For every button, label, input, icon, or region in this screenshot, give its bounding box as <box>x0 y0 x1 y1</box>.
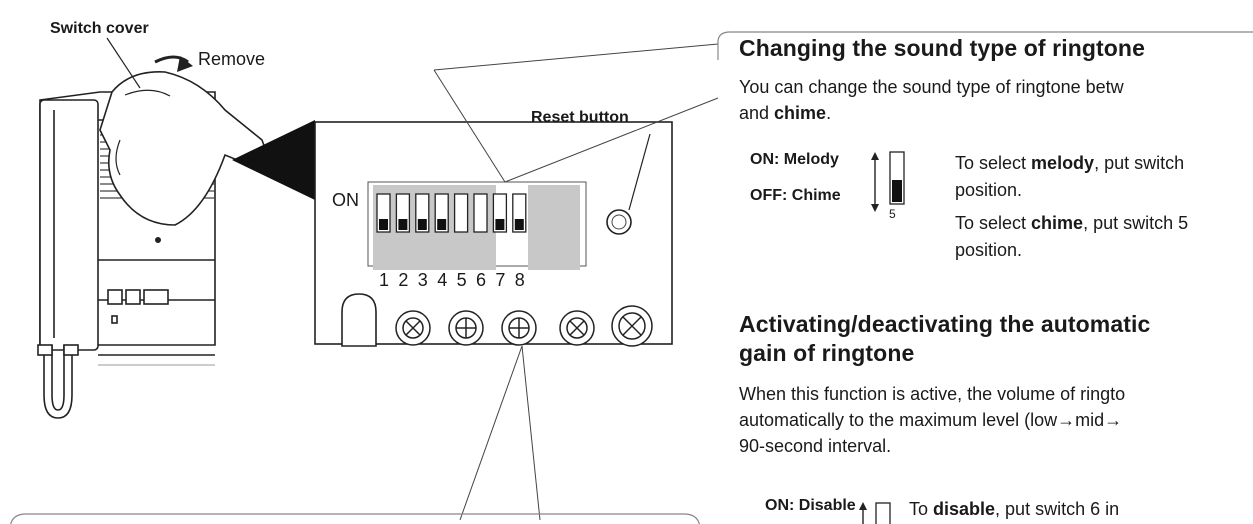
callout-bottom-left <box>459 345 523 521</box>
switch-6-diagram <box>859 502 891 524</box>
dip-knob-8 <box>514 219 524 230</box>
dip-group-7-8 <box>528 185 580 270</box>
dip-number-8: 8 <box>514 270 525 290</box>
intercom-illustration <box>9 37 719 524</box>
auto-gain-body-line3: 90-second interval. <box>739 436 892 456</box>
zoom-wedge <box>232 120 315 200</box>
switch-cover-label: Switch cover <box>50 20 149 37</box>
dip-knob-7 <box>495 219 505 230</box>
chime-instruction-line2: position. <box>955 240 1023 260</box>
connector-icon <box>341 293 377 347</box>
dip-on-label: ON <box>332 190 359 210</box>
heading-bracket <box>717 31 1253 60</box>
dip-number-7: 7 <box>495 270 506 290</box>
ringtone-type-heading: Changing the sound type of ringtone <box>739 35 1145 61</box>
melody-instruction-line1: To select melody, put switch <box>955 153 1185 173</box>
knob-x-2 <box>559 310 595 346</box>
callout-top-right <box>504 97 719 183</box>
switch-5-number: 5 <box>889 207 896 221</box>
ringtone-intro-line1: You can change the sound type of rington… <box>739 77 1124 97</box>
dip-number-4: 4 <box>437 270 448 290</box>
dip-number-1: 1 <box>379 270 390 290</box>
disable-on-label: ON: Disable <box>765 497 856 514</box>
hand-icon <box>99 71 267 226</box>
knob-x-large <box>611 305 653 347</box>
dip-knob-4 <box>437 219 447 230</box>
dip-number-5: 5 <box>456 270 467 290</box>
switch-cover-pointer <box>106 37 141 89</box>
disable-instruction: To disable, put switch 6 in <box>909 499 1120 519</box>
dip-number-3: 3 <box>417 270 428 290</box>
ringtone-intro-line2: and chime. <box>739 103 832 123</box>
remove-label: Remove <box>198 49 266 69</box>
switch-5-diagram <box>871 151 905 212</box>
dip-knob-3 <box>417 219 427 230</box>
dip-switch-6 <box>473 193 488 233</box>
auto-gain-heading-line2: gain of ringtone <box>739 340 915 366</box>
callout-top <box>433 43 719 71</box>
dip-switch-5 <box>453 193 469 233</box>
bottom-callout-box <box>9 513 700 524</box>
knob-plus-2 <box>501 310 537 346</box>
auto-gain-body-line2: automatically to the maximum level (low→… <box>739 410 1123 430</box>
dip-knob-2 <box>398 219 408 230</box>
melody-instruction-line2: position. <box>955 180 1023 200</box>
led-indicator <box>155 237 161 243</box>
auto-gain-heading-line1: Activating/deactivating the automatic <box>739 311 1151 337</box>
callout-bottom-right <box>521 345 541 521</box>
callout-top-left <box>433 69 506 183</box>
reset-button-label: Reset button <box>531 109 629 126</box>
chime-off-label: OFF: Chime <box>750 187 841 204</box>
reset-pointer <box>628 133 651 211</box>
dip-number-6: 6 <box>476 270 487 290</box>
dip-switch-block <box>376 193 527 233</box>
knob-plus-1 <box>448 310 484 346</box>
dip-number-2: 2 <box>398 270 409 290</box>
dip-knob-1 <box>379 219 388 230</box>
auto-gain-body-line1: When this function is active, the volume… <box>739 384 1126 404</box>
knob-x-1 <box>395 310 431 346</box>
chime-instruction-line1: To select chime, put switch 5 <box>955 213 1189 233</box>
melody-on-label: ON: Melody <box>750 151 839 168</box>
